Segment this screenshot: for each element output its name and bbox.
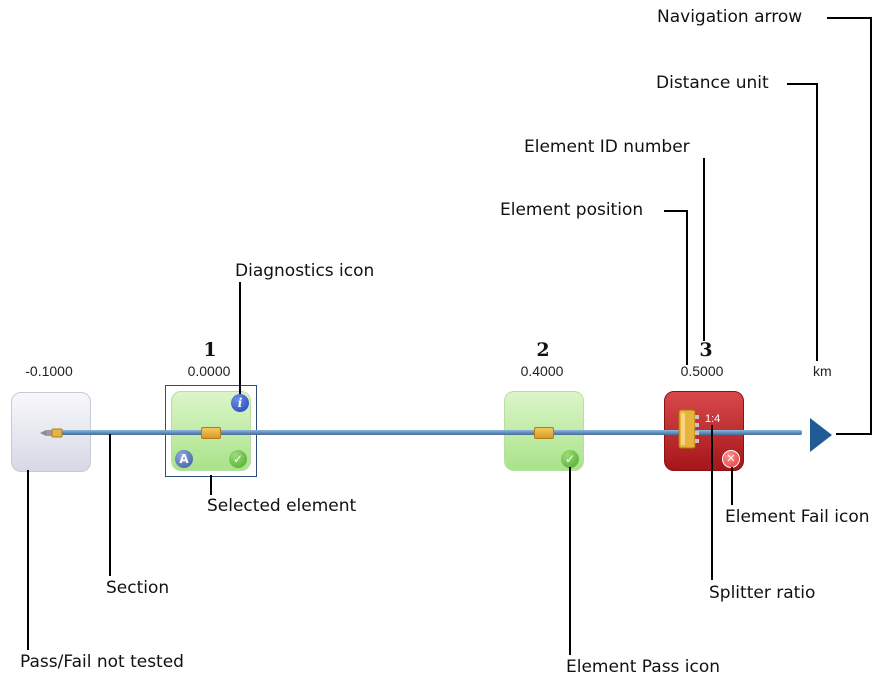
callout-element-pass-icon: Element Pass icon [566,657,721,677]
diagnostics-icon[interactable]: i [231,394,249,412]
callout-splitter-ratio: Splitter ratio [709,583,816,603]
leader-distance-unit-v [816,83,818,361]
callout-diagnostics-icon: Diagnostics icon [235,261,375,281]
distance-unit-label: km [813,363,832,379]
leader-selected-element-v [210,475,212,495]
start-connector-icon [40,428,63,438]
element-id-2: 2 [536,339,550,361]
connector-icon-2 [534,427,554,439]
element-position-3: 0.5000 [680,363,724,379]
fail-icon-3: ✕ [722,450,740,468]
connector-icon-1 [201,427,221,439]
leader-not-tested-v [27,470,29,650]
leader-section-v [109,434,111,576]
callout-element-fail-icon: Element Fail icon [725,507,870,527]
leader-element-id-v [703,158,705,341]
splitter-icon [678,409,699,449]
callout-element-id-number: Element ID number [524,137,690,157]
leader-navigation-arrow-v [870,17,872,435]
pass-icon-2: ✓ [561,450,579,468]
element-id-3: 3 [699,339,713,361]
leader-element-pass-v [569,467,571,655]
splitter-ratio-label: 1:4 [705,413,721,425]
callout-navigation-arrow: Navigation arrow [657,7,803,27]
pass-icon-1: ✓ [229,450,247,468]
leader-navigation-arrow-h2 [836,433,872,435]
callout-element-position: Element position [500,200,644,220]
leader-splitter-ratio-v [711,425,713,580]
element-position-1: 0.0000 [187,363,231,379]
callout-pass-fail-not-tested: Pass/Fail not tested [20,652,184,672]
callout-section: Section [106,578,170,598]
leader-diagnostics-v [239,282,241,394]
element-position-2: 0.4000 [520,363,564,379]
element-id-1: 1 [203,339,217,361]
leader-navigation-arrow-h1 [827,17,872,19]
leader-element-position-v [686,210,688,365]
callout-distance-unit: Distance unit [656,73,769,93]
navigation-arrow-icon[interactable] [808,417,834,453]
leader-element-fail-v [731,467,733,505]
leader-distance-unit-h [787,83,818,85]
fiber-section[interactable] [54,430,802,435]
element-position-0: -0.1000 [25,363,73,379]
leader-element-position-h [664,210,688,212]
callout-selected-element: Selected element [207,496,357,516]
auto-analysis-icon: A [175,450,193,468]
